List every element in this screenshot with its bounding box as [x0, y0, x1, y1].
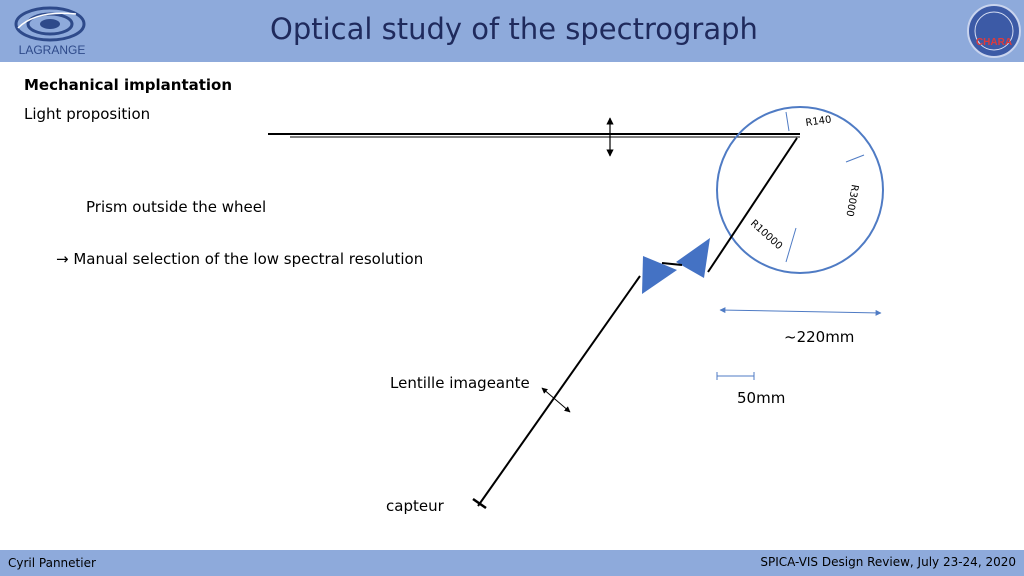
section-subsubtitle: Light proposition — [24, 105, 151, 123]
prism-upper — [676, 238, 710, 278]
wheel-dimension-label: ~220mm — [784, 328, 855, 346]
lens-label: Lentille imageante — [390, 374, 530, 392]
sensor-bar — [472, 497, 487, 510]
chara-logo: CHARA — [967, 4, 1021, 58]
wheel-label-r3000: R3000 — [843, 183, 859, 217]
lagrange-logo-text: LAGRANGE — [19, 43, 86, 57]
scale-bar-label: 50mm — [737, 389, 786, 407]
footer-author: Cyril Pannetier — [8, 556, 96, 570]
wheel-label-r140: R140 — [805, 114, 832, 129]
wheel-tick-r10000 — [785, 227, 797, 263]
footer-bar: Cyril Pannetier SPICA-VIS Design Review,… — [0, 550, 1024, 576]
section-subtitle: Mechanical implantation — [24, 76, 233, 94]
wheel-label-r10000: R10000 — [748, 218, 784, 252]
grating-wheel — [716, 106, 884, 274]
diffracted-beam — [707, 137, 798, 273]
manual-selection-note: → Manual selection of the low spectral r… — [56, 250, 424, 268]
chara-logo-text: CHARA — [976, 37, 1012, 48]
header-bar: LAGRANGE Optical study of the spectrogra… — [0, 0, 1024, 62]
wheel-tick-r140 — [785, 111, 790, 132]
prism-gap-segment — [661, 262, 683, 266]
page-title: Optical study of the spectrograph — [270, 12, 758, 46]
lagrange-logo: LAGRANGE — [14, 6, 86, 57]
dimension-220-arrow — [719, 307, 882, 316]
wheel-tick-r3000 — [845, 154, 865, 163]
prism-lower — [642, 256, 677, 294]
footer-event: SPICA-VIS Design Review, July 23-24, 202… — [760, 555, 1016, 569]
prism-note: Prism outside the wheel — [86, 198, 267, 216]
lens-adjust-arrow — [541, 387, 571, 413]
sensor-label: capteur — [386, 497, 444, 515]
